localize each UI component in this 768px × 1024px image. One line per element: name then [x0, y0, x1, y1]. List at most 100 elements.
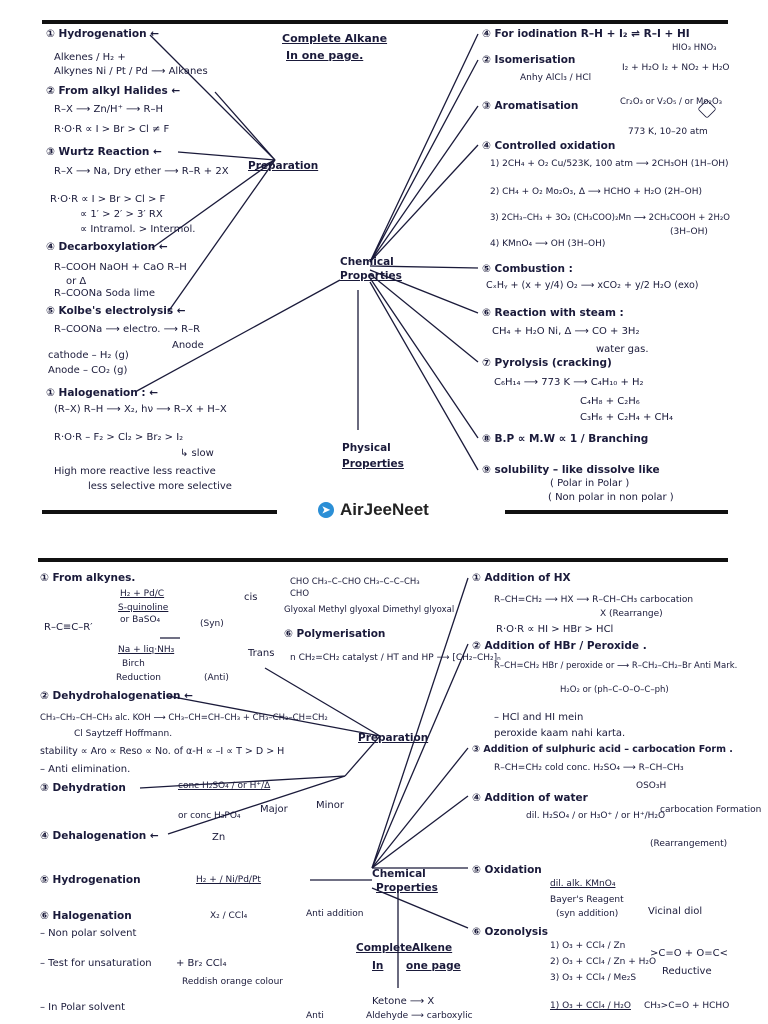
alkene-dehalogenation-heading: ④ Dehalogenation ← — [40, 830, 159, 842]
alkene-text: R–C≡C–R′ — [44, 622, 93, 633]
alkene-text: – Test for unsaturation — [40, 958, 152, 969]
alkene-text: carbocation Formation — [660, 805, 762, 815]
prep-text: Alkenes / H₂ + — [54, 52, 126, 63]
prep-text: or Δ — [66, 276, 87, 287]
prep-decarboxylation-heading: ④ Decarboxylation ← — [46, 241, 168, 253]
alkene-text: H₂ + Pd/C — [120, 589, 165, 599]
prep-text: less selective more selective — [88, 481, 232, 492]
prep-halogenation-heading: ① Halogenation : ← — [46, 387, 159, 399]
alkene-text: R·O·R ∝ HI > HBr > HCl — [496, 624, 614, 635]
prep-text: R·O·R ∝ I > Br > Cl > F — [50, 194, 166, 205]
alkene-text: cis — [244, 592, 258, 603]
alkene-hx-heading: ① Addition of HX — [472, 572, 571, 584]
alkane-chemical-hub-line1: Chemical — [340, 256, 394, 268]
alkene-text: Bayer's Reagent — [550, 895, 624, 905]
alkene-text: Ketone ⟶ X — [372, 996, 435, 1007]
alkene-ozonolysis-heading: ⑥ Ozonolysis — [472, 926, 549, 938]
chem-text: I₂ + H₂O I₂ + NO₂ + H₂O — [622, 63, 730, 73]
prep-text: Alkynes Ni / Pt / Pd ⟶ Alkanes — [54, 66, 208, 77]
chem-solubility-heading: ⑨ solubility – like dissolve like — [482, 464, 660, 476]
prep-text: ↳ slow — [180, 448, 214, 459]
chem-controlled-oxidation-heading: ④ Controlled oxidation — [482, 140, 616, 152]
alkene-text: Anti — [306, 1011, 324, 1021]
alkene-title-alkene: Alkene — [412, 942, 453, 954]
alkene-text: OSO₃H — [636, 781, 667, 791]
alkene-text: dil. alk. KMnO₄ — [550, 879, 616, 889]
alkene-preparation-hub: Preparation — [358, 732, 429, 744]
alkene-text: – HCl and HI mein — [494, 712, 584, 723]
chem-combustion-heading: ⑤ Combustion : — [482, 263, 573, 275]
chem-aromatisation-heading: ③ Aromatisation — [482, 100, 579, 112]
alkene-text: X₂ / CCl₄ — [210, 911, 248, 921]
prep-text: Anode — [172, 340, 204, 351]
prep-wurtz-heading: ③ Wurtz Reaction ← — [46, 146, 162, 158]
chem-text: CₓHᵧ + (x + y/4) O₂ ⟶ xCO₂ + y/2 H₂O (ex… — [486, 280, 699, 291]
alkene-text: X (Rearrange) — [600, 609, 663, 619]
alkene-text: R–CH=CH₂ cold conc. H₂SO₄ ⟶ R–CH–CH₃ — [494, 763, 684, 773]
chem-text: CH₄ + H₂O Ni, Δ ⟶ CO + 3H₂ — [492, 326, 640, 337]
alkene-text: Trans — [248, 648, 275, 659]
chem-text: (3H–OH) — [670, 227, 708, 237]
chem-text: 4) KMnO₄ ⟶ OH (3H–OH) — [490, 239, 606, 249]
alkene-text: Glyoxal Methyl glyoxal Dimethyl glyoxal — [284, 605, 455, 615]
chem-text: ( Polar in Polar ) — [550, 478, 630, 489]
top-rule — [38, 558, 728, 562]
alkene-dehydrohalogenation-heading: ② Dehydrohalogenation ← — [40, 690, 193, 702]
alkene-text: n CH₂=CH₂ catalyst / HT and HP ⟶ [CH₂–CH… — [290, 653, 501, 663]
chem-text: Anhy AlCl₃ / HCl — [520, 73, 592, 83]
alkene-text: S-quinoline — [118, 603, 169, 613]
alkene-text: H₂ + / Ni/Pd/Pt — [196, 875, 261, 885]
alkene-text: Anti addition — [306, 909, 364, 919]
alkene-title-complete: Complete — [356, 942, 413, 954]
prep-text: Anode – CO₂ (g) — [48, 365, 128, 376]
chem-text: 773 K, 10–20 atm — [628, 127, 708, 137]
alkane-physical-hub-line1: Physical — [342, 442, 391, 454]
send-icon: ➤ — [318, 502, 334, 518]
alkene-polymerisation-heading: ⑥ Polymerisation — [284, 628, 386, 640]
alkene-text: Na + liq·NH₃ — [118, 645, 175, 655]
alkene-prep-alkynes-heading: ① From alkynes. — [40, 572, 136, 584]
alkene-sulphuric-heading: ③ Addition of sulphuric acid – carbocati… — [472, 744, 733, 755]
prep-text: (R–X) R–H ⟶ X₂, hν ⟶ R–X + H–X — [54, 404, 227, 415]
chem-boiling-point-heading: ⑧ B.P ∝ M.W ∝ 1 / Branching — [482, 433, 649, 445]
prep-text: R–COONa ⟶ electro. ⟶ R–R — [54, 324, 201, 335]
alkene-text: CHO — [290, 589, 310, 599]
prep-text: R–X ⟶ Na, Dry ether ⟶ R–R + 2X — [54, 166, 229, 177]
alkene-title-one-page: one page — [406, 960, 461, 972]
chem-text: ( Non polar in non polar ) — [548, 492, 674, 503]
alkane-physical-hub-line2: Properties — [342, 458, 404, 470]
chem-text: water gas. — [596, 344, 649, 355]
brand-watermark: ➤ AirJeeNeet — [318, 500, 429, 520]
alkene-connector-lines — [139, 577, 469, 988]
top-rule — [42, 20, 728, 24]
alkene-text: R–CH=CH₂ HBr / peroxide or ⟶ R–CH₂–CH₂–B… — [494, 661, 738, 671]
prep-text: cathode – H₂ (g) — [48, 350, 129, 361]
alkene-text: – Anti elimination. — [40, 764, 131, 775]
chem-text: 1) 2CH₄ + O₂ Cu/523K, 100 atm ⟶ 2CH₃OH (… — [490, 159, 729, 169]
bottom-rule-right — [505, 510, 728, 514]
prep-text: High more reactive less reactive — [54, 466, 216, 477]
alkene-chemical-hub-line1: Chemical — [372, 868, 426, 880]
chem-text: 2) CH₄ + O₂ Mo₂O₃, Δ ⟶ HCHO + H₂O (2H–OH… — [490, 187, 703, 197]
brand-name: AirJeeNeet — [340, 500, 429, 519]
alkene-hbr-peroxide-heading: ② Addition of HBr / Peroxide . — [472, 640, 647, 652]
alkene-text: peroxide kaam nahi karta. — [494, 728, 626, 739]
alkene-text: Reduction — [116, 673, 161, 683]
alkene-text: Reddish orange colour — [182, 977, 283, 987]
chem-text: Cr₂O₃ or V₂O₅ / or Mo₂O₃ — [620, 97, 723, 107]
alkane-title-line1: Complete Alkane — [282, 32, 388, 45]
alkene-text: – In Polar solvent — [40, 1002, 126, 1013]
prep-text: R·O·R – F₂ > Cl₂ > Br₂ > I₂ — [54, 432, 184, 443]
chem-text: C₆H₁₄ ⟶ 773 K ⟶ C₄H₁₀ + H₂ — [494, 377, 644, 388]
alkene-text: Major — [260, 804, 288, 815]
alkene-text: Vicinal diol — [648, 906, 703, 917]
alkene-text: (syn addition) — [556, 909, 619, 919]
chem-text: 3) 2CH₃–CH₃ + 3O₂ (CH₃COO)₂Mn ⟶ 2CH₃COOH… — [490, 213, 730, 223]
alkene-hydrogenation-heading: ⑤ Hydrogenation — [40, 874, 141, 886]
alkene-text: or conc H₃PO₄ — [178, 811, 241, 821]
alkene-text: dil. H₂SO₄ / or H₃O⁺ / or H⁺/H₂O — [526, 811, 666, 821]
alkene-title-in: In — [372, 960, 384, 972]
alkene-text: 1) O₃ + CCl₄ / H₂O — [550, 1001, 631, 1011]
prep-hydrogenation-heading: ① Hydrogenation ← — [46, 28, 160, 40]
bottom-rule-left — [42, 510, 277, 514]
